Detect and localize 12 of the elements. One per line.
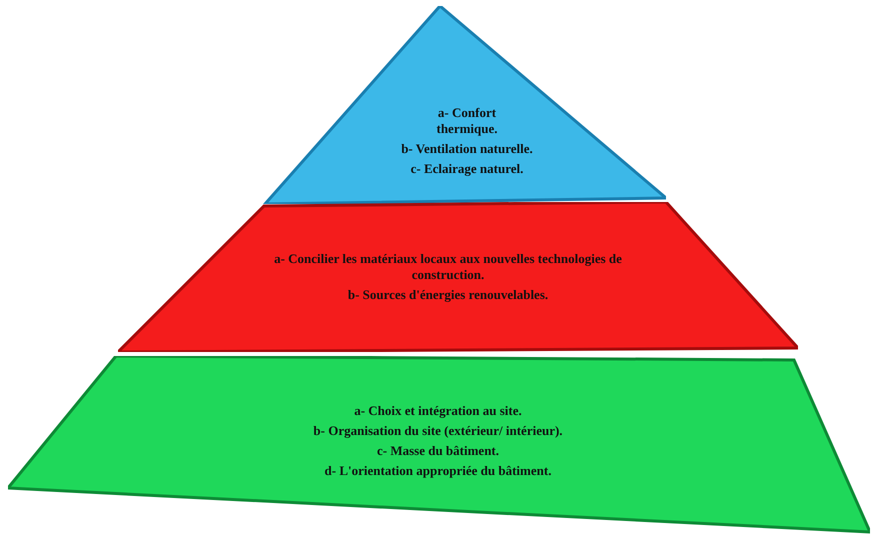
tier-text: c- Masse du bâtiment. bbox=[376, 443, 500, 460]
pyramid-tier bbox=[118, 202, 798, 352]
tier-text: b- Sources d'énergies renouvelables. bbox=[348, 287, 548, 304]
tier-text: a- Concilier les matériaux locaux aux nouvelles technologies de construction. bbox=[273, 250, 623, 284]
tier-text: a- Choix et intégration au site. bbox=[354, 402, 522, 419]
tier-text: a- Confort thermique. bbox=[435, 104, 499, 137]
pyramid-tier bbox=[262, 6, 666, 204]
tier-text: c- Eclairage naturel. bbox=[410, 161, 524, 178]
tier-text: b- Organisation du site (extérieur/ intérieur). bbox=[313, 422, 563, 439]
pyramid-tier bbox=[8, 356, 870, 534]
tier-text: b- Ventilation naturelle. bbox=[401, 141, 533, 158]
tier-text: d- L'orientation appropriée du bâtiment. bbox=[324, 463, 552, 480]
